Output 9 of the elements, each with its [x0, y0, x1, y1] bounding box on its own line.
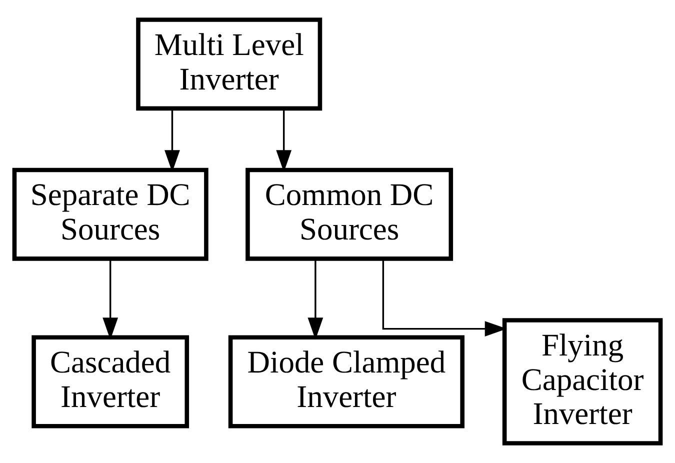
arrow — [102, 258, 118, 340]
node-box: Diode Clamped Inverter — [228, 335, 464, 428]
node-box: Multi Level Inverter — [136, 18, 322, 111]
arrow — [308, 258, 324, 340]
node-box: Cascaded Inverter — [32, 335, 190, 428]
arrow — [382, 258, 507, 337]
node-box: Separate DC Sources — [12, 168, 208, 261]
node-box: Common DC Sources — [246, 168, 454, 261]
node-box: Flying Capacitor Inverter — [502, 318, 663, 446]
